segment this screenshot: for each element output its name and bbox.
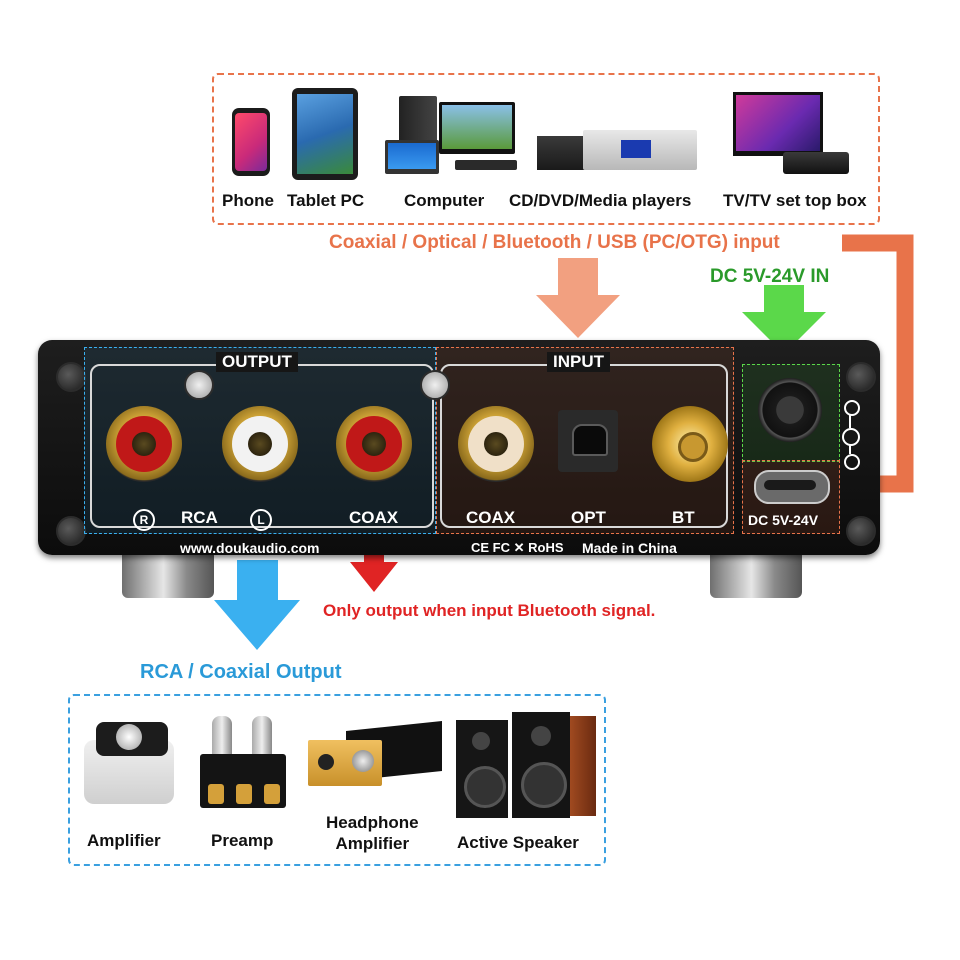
website: www.doukaudio.com bbox=[180, 540, 320, 556]
coax-out-label: COAX bbox=[349, 508, 399, 527]
rca-label: RCA bbox=[181, 508, 218, 527]
left-foot bbox=[122, 548, 214, 598]
rca-right-jack[interactable] bbox=[106, 406, 182, 482]
tablet-icon bbox=[292, 88, 358, 180]
bt-antenna-port[interactable] bbox=[652, 406, 728, 482]
coax-input-jack[interactable] bbox=[458, 406, 534, 482]
screw-top-left bbox=[56, 362, 86, 392]
opt-label: OPT bbox=[571, 508, 606, 527]
usb-label: DC 5V-24V bbox=[748, 512, 819, 528]
post-left bbox=[184, 370, 214, 400]
output-title: OUTPUT bbox=[216, 352, 298, 372]
coax-output-jack[interactable] bbox=[336, 406, 412, 482]
bt-label: BT bbox=[672, 508, 695, 527]
made-in: Made in China bbox=[582, 540, 677, 556]
coax-in-label: COAX bbox=[466, 508, 516, 527]
screw-top-right bbox=[846, 362, 876, 392]
output-label-speaker: Active Speaker bbox=[457, 833, 579, 852]
source-label-tv: TV/TV set top box bbox=[723, 191, 867, 210]
cert-marks: CE FC ✕ RoHS bbox=[471, 540, 564, 555]
optical-port[interactable] bbox=[558, 410, 618, 472]
phone-icon bbox=[232, 108, 270, 176]
input-callout: Coaxial / Optical / Bluetooth / USB (PC/… bbox=[329, 232, 780, 253]
output-label-amplifier: Amplifier bbox=[87, 831, 161, 850]
rca-left-jack[interactable] bbox=[222, 406, 298, 482]
right-foot bbox=[710, 548, 802, 598]
headphone-amplifier-icon bbox=[306, 720, 444, 790]
tv-icon bbox=[733, 92, 851, 180]
dc-power-jack[interactable] bbox=[758, 378, 822, 442]
preamp-icon bbox=[200, 716, 290, 810]
usb-c-port[interactable] bbox=[754, 470, 830, 504]
source-label-tablet: Tablet PC bbox=[287, 191, 365, 210]
output-label-preamp: Preamp bbox=[211, 831, 274, 850]
outputs-box bbox=[68, 694, 606, 866]
dc-callout: DC 5V-24V IN bbox=[710, 266, 830, 287]
source-label-computer: Computer bbox=[404, 191, 485, 210]
bt-note: Only output when input Bluetooth signal. bbox=[323, 601, 656, 620]
input-title: INPUT bbox=[547, 352, 610, 372]
sources-box bbox=[212, 73, 880, 225]
output-label-headphone-amp: Headphone Amplifier bbox=[326, 813, 419, 853]
l-mark: L bbox=[250, 509, 272, 531]
polarity-icon bbox=[842, 400, 860, 470]
post-mid bbox=[420, 370, 450, 400]
speaker-icon bbox=[456, 712, 596, 818]
r-mark: R bbox=[133, 509, 155, 531]
output-callout: RCA / Coaxial Output bbox=[140, 661, 342, 683]
source-label-phone: Phone bbox=[222, 191, 274, 210]
source-label-media: CD/DVD/Media players bbox=[509, 191, 692, 210]
amplifier-icon bbox=[80, 720, 178, 808]
computer-icon bbox=[385, 96, 520, 178]
screw-bottom-left bbox=[56, 516, 86, 546]
screw-bottom-right bbox=[846, 516, 876, 546]
media-player-icon bbox=[537, 130, 697, 172]
